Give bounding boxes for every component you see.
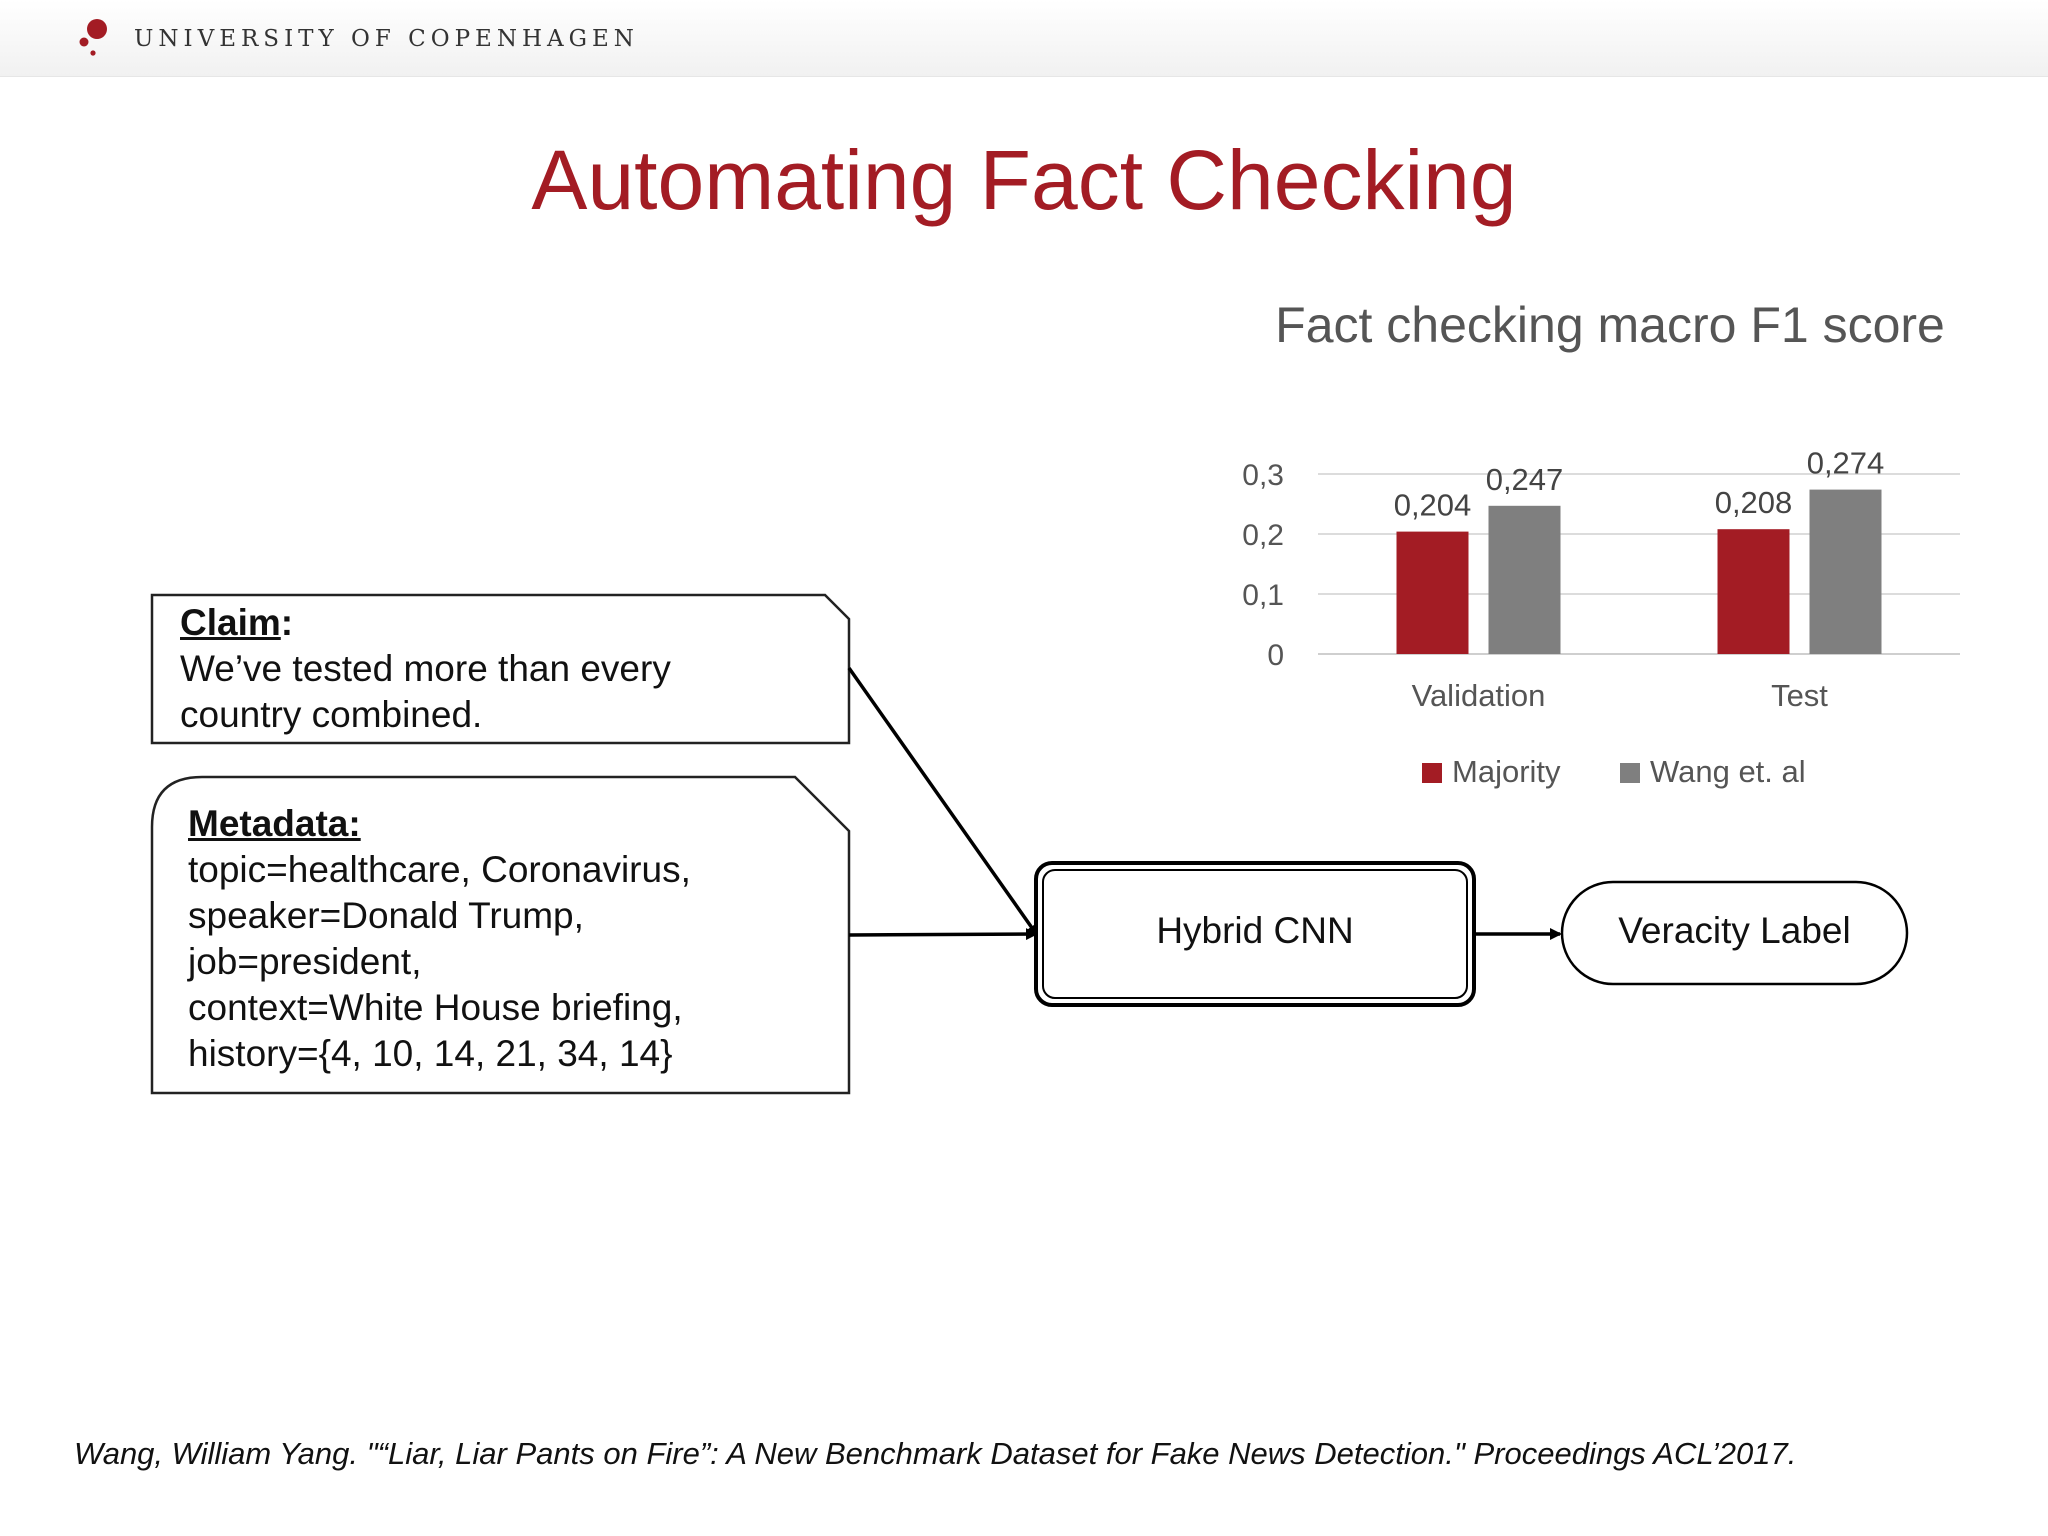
- metadata-line: speaker=Donald Trump,: [188, 895, 584, 936]
- bar: [1809, 489, 1882, 654]
- metadata-line: context=White House briefing,: [188, 987, 683, 1028]
- metadata-line: history={4, 10, 14, 21, 34, 14}: [188, 1033, 673, 1074]
- y-tick-label: 0,3: [1242, 459, 1284, 492]
- bar: [1488, 505, 1561, 654]
- metadata-text: Metadata: topic=healthcare, Coronavirus,…: [188, 801, 691, 1077]
- claim-text: Claim: We’ve tested more than every coun…: [180, 600, 671, 738]
- metadata-to-model-arrow: [848, 928, 1038, 941]
- metadata-line: job=president,: [188, 941, 422, 982]
- data-label: 0,274: [1807, 446, 1885, 481]
- slide-title: Automating Fact Checking: [531, 133, 1517, 227]
- y-tick-label: 0,1: [1242, 579, 1284, 612]
- chart-title: Fact checking macro F1 score: [1275, 297, 1945, 353]
- bar: [1717, 529, 1790, 654]
- model-node-inner: [1042, 869, 1468, 999]
- y-tick-label: 0: [1267, 639, 1284, 672]
- legend-label: Majority: [1452, 754, 1561, 789]
- metadata-heading: Metadata:: [188, 803, 361, 844]
- citation: Wang, William Yang. "“Liar, Liar Pants o…: [74, 1436, 1797, 1471]
- model-node-label: Hybrid CNN: [1156, 910, 1354, 951]
- university-name: UNIVERSITY OF COPENHAGEN: [134, 26, 639, 52]
- x-tick-label: Test: [1771, 678, 1828, 713]
- bar: [1396, 531, 1469, 654]
- claim-box: [150, 593, 851, 745]
- claim-to-model-arrow: [847, 666, 1039, 937]
- data-label: 0,204: [1394, 488, 1472, 523]
- claim-heading: Claim: [180, 602, 281, 643]
- metadata-line: topic=healthcare, Coronavirus,: [188, 849, 691, 890]
- output-node: [1560, 880, 1909, 986]
- data-label: 0,247: [1486, 462, 1564, 497]
- model-node-outer: [1034, 861, 1476, 1007]
- claim-line: We’ve tested more than every: [180, 648, 671, 689]
- university-logo-icon: [79, 19, 107, 56]
- legend-swatch: [1422, 763, 1442, 783]
- x-tick-label: Validation: [1412, 678, 1546, 713]
- metadata-box: [150, 775, 851, 1095]
- legend-swatch: [1620, 763, 1640, 783]
- claim-line: country combined.: [180, 694, 483, 735]
- slide-header: UNIVERSITY OF COPENHAGEN: [0, 0, 2048, 77]
- legend-label: Wang et. al: [1650, 754, 1806, 789]
- data-label: 0,208: [1715, 485, 1793, 520]
- output-node-label: Veracity Label: [1618, 910, 1851, 951]
- y-tick-label: 0,2: [1242, 519, 1284, 552]
